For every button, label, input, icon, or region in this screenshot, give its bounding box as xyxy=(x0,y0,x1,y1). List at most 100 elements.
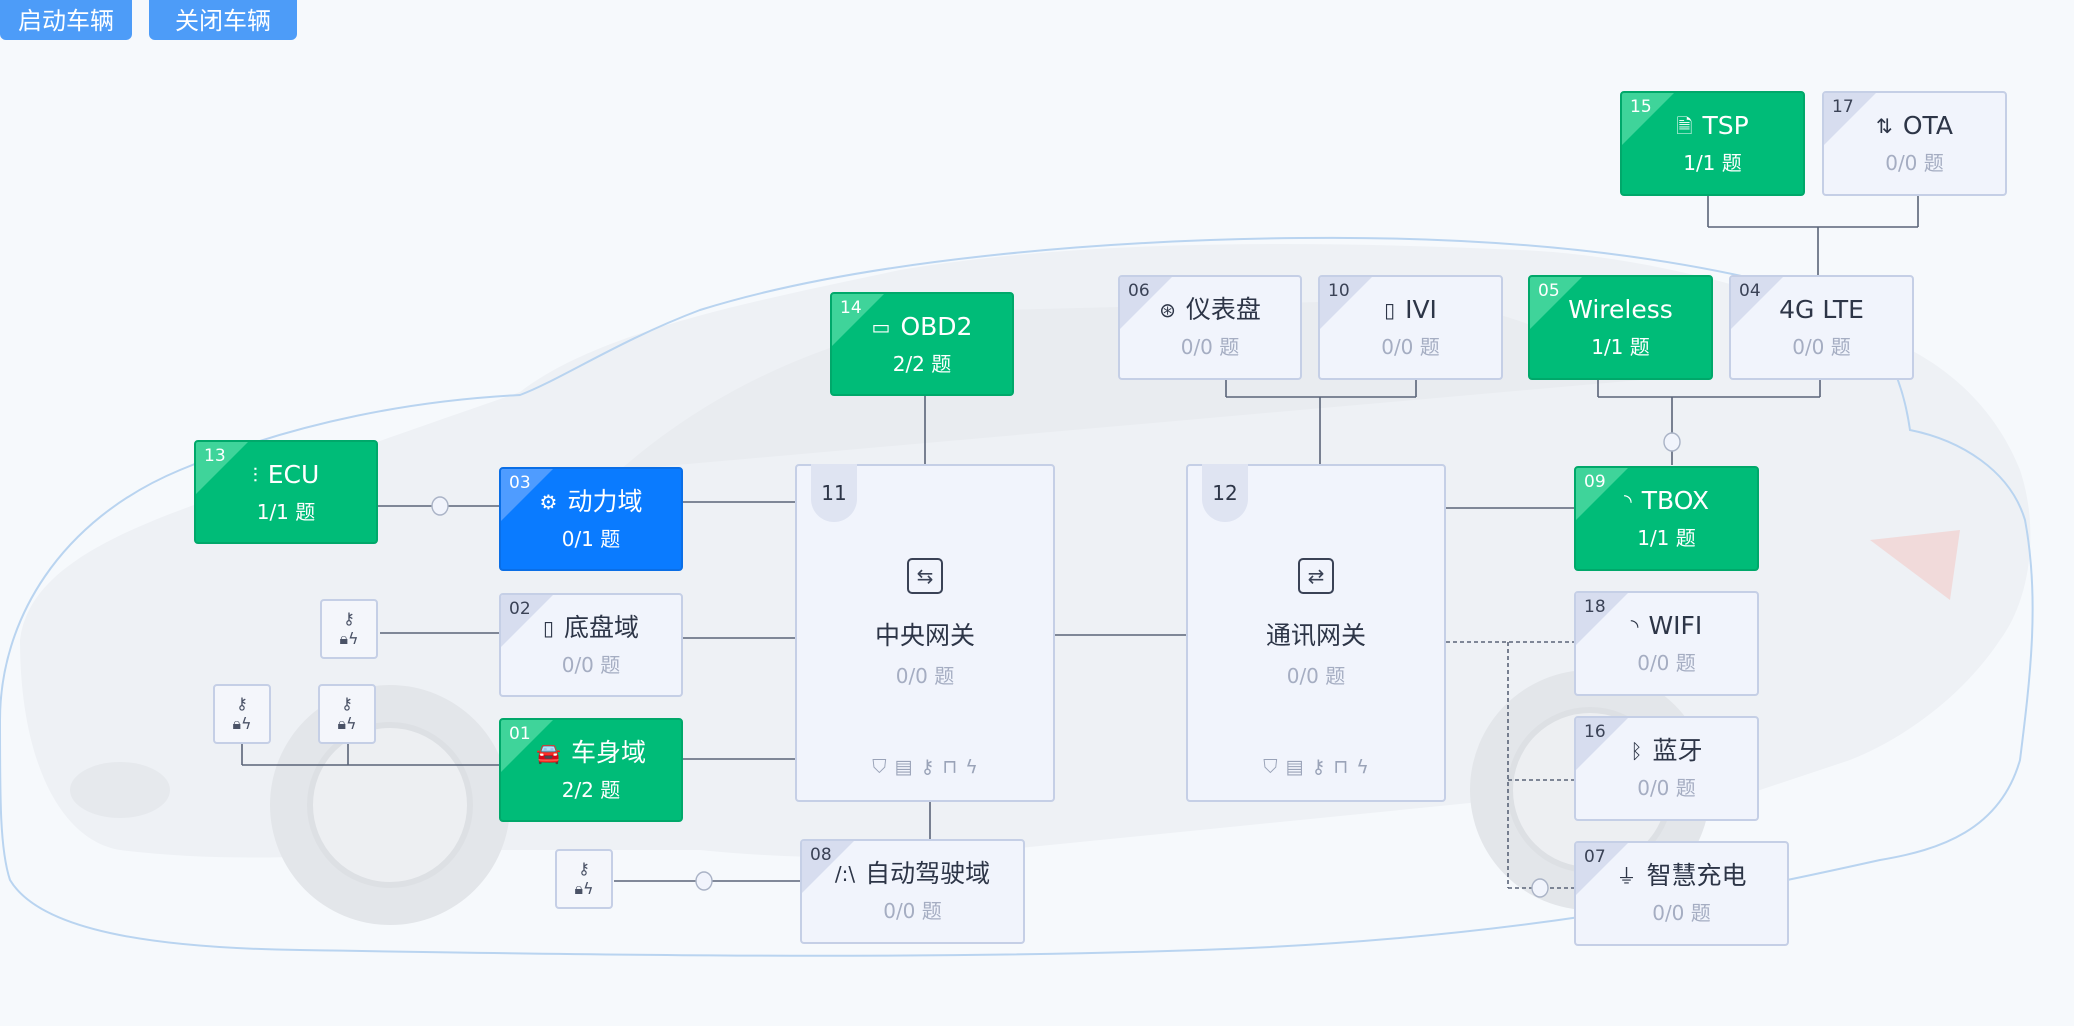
security-icons: ⛉ ▤ ⚷ ⊓ ϟ xyxy=(1188,756,1444,778)
node-power-domain[interactable]: 03 ⚙ 动力域 0/1 题 xyxy=(499,467,683,571)
node-autonomous-driving-domain[interactable]: 08 /:\ 自动驾驶域 0/0 题 xyxy=(800,839,1025,944)
node-number: 03 xyxy=(509,473,531,493)
node-corner xyxy=(1731,277,1783,329)
node-label: 底盘域 xyxy=(564,612,640,642)
node-score: 0/0 题 xyxy=(883,899,942,923)
gateway-score: 0/0 题 xyxy=(895,664,955,688)
node-corner xyxy=(501,720,553,772)
node-corner xyxy=(1622,93,1674,145)
log-icon: ▤ xyxy=(1285,756,1304,778)
node-label: 动力域 xyxy=(567,486,643,516)
node-number: 17 xyxy=(1832,97,1854,117)
node-title: ⇅ OTA xyxy=(1876,111,1953,141)
node-label: 智慧充电 xyxy=(1646,861,1747,890)
node-number: 01 xyxy=(509,724,531,744)
node-bluetooth[interactable]: 16 ᛒ 蓝牙 0/0 题 xyxy=(1574,716,1759,821)
node-ota[interactable]: 17 ⇅ OTA 0/0 题 xyxy=(1822,91,2007,196)
node-instrument-cluster[interactable]: 06 ⊛ 仪表盘 0/0 题 xyxy=(1118,275,1302,380)
node-label: ECU xyxy=(267,459,320,489)
node-label: 车身域 xyxy=(570,737,646,767)
node-number: 18 xyxy=(1584,597,1606,617)
bolt-icon: ϟ xyxy=(965,756,978,778)
node-chassis-domain[interactable]: 02 ▯ 底盘域 0/0 题 xyxy=(499,593,683,697)
node-label: 仪表盘 xyxy=(1185,295,1261,324)
security-lock-box[interactable]: ⚷ 🔒︎ϟ xyxy=(213,684,271,744)
node-corner xyxy=(1824,93,1876,145)
node-title: ▯ 底盘域 xyxy=(543,613,639,643)
node-label: IVI xyxy=(1405,295,1437,324)
node-score: 0/0 题 xyxy=(1885,151,1944,175)
security-lock-box[interactable]: ⚷ 🔒︎ϟ xyxy=(555,849,613,909)
node-score: 0/0 题 xyxy=(561,652,621,677)
swap-arrows-icon: ⇆ xyxy=(907,558,943,594)
node-wifi[interactable]: 18 ◝ WIFI 0/0 题 xyxy=(1574,591,1759,696)
node-number: 15 xyxy=(1630,97,1652,117)
node-title: Wireless xyxy=(1568,295,1673,325)
wifi-icon: ◝ xyxy=(1630,614,1639,638)
gateway-central[interactable]: 11 ⇆ 中央网关 0/0 题 ⛉ ▤ ⚷ ⊓ ϟ xyxy=(795,464,1055,802)
stop-vehicle-button[interactable]: 关闭车辆 xyxy=(149,0,297,40)
node-corner xyxy=(1120,277,1172,329)
node-label: 蓝牙 xyxy=(1652,736,1703,765)
node-title: ᛒ 蓝牙 xyxy=(1630,736,1702,766)
node-4g-lte[interactable]: 04 4G LTE 0/0 题 xyxy=(1729,275,1914,380)
node-body-domain[interactable]: 01 🚘 车身域 2/2 题 xyxy=(499,718,683,822)
security-lock-box[interactable]: ⚷ 🔒︎ϟ xyxy=(318,684,376,744)
gateway-title: 中央网关 xyxy=(874,621,975,650)
node-score: 0/1 题 xyxy=(561,526,621,551)
node-title: ▭ OBD2 xyxy=(872,312,973,342)
lock-icon: ⊓ xyxy=(942,756,958,778)
node-ecu[interactable]: 13 ⫶ ECU 1/1 题 xyxy=(194,440,378,544)
node-number: 08 xyxy=(810,845,832,865)
start-vehicle-button[interactable]: 启动车辆 xyxy=(0,0,132,40)
security-lock-box[interactable]: ⚷ 🔒︎ϟ xyxy=(320,599,378,659)
up-down-arrows-icon: ⇅ xyxy=(1876,114,1893,138)
node-title: 🚘 车身域 xyxy=(536,738,646,768)
node-tsp[interactable]: 15 🗎 TSP 1/1 题 xyxy=(1620,91,1805,196)
shield-icon: ⛉ xyxy=(1263,756,1278,778)
node-number: 16 xyxy=(1584,722,1606,742)
node-score: 1/1 题 xyxy=(1683,151,1742,175)
node-ivi[interactable]: 10 ▯ IVI 0/0 题 xyxy=(1318,275,1503,380)
node-score: 1/1 题 xyxy=(1637,526,1696,550)
node-label: WIFI xyxy=(1648,611,1703,640)
node-label: 4G LTE xyxy=(1779,295,1864,324)
steering-wheel-icon: ⊛ xyxy=(1159,298,1176,322)
gateway-number: 12 xyxy=(1202,464,1248,522)
node-number: 07 xyxy=(1584,847,1606,867)
node-obd2[interactable]: 14 ▭ OBD2 2/2 题 xyxy=(830,292,1014,396)
gateway-number: 11 xyxy=(811,464,857,522)
node-label: Wireless xyxy=(1568,295,1673,324)
key-icon: ⚷ xyxy=(920,756,935,778)
node-smart-charging[interactable]: 07 ⏚ 智慧充电 0/0 题 xyxy=(1574,841,1789,946)
node-label: 自动驾驶域 xyxy=(865,859,991,888)
node-score: 0/0 题 xyxy=(1180,335,1240,359)
node-corner xyxy=(1576,593,1628,645)
node-wireless[interactable]: 05 Wireless 1/1 题 xyxy=(1528,275,1713,380)
node-corner xyxy=(1576,718,1628,770)
security-icons: ⛉ ▤ ⚷ ⊓ ϟ xyxy=(797,756,1053,778)
shield-icon: ⛉ xyxy=(872,756,887,778)
battery-icon: ▯ xyxy=(542,615,554,640)
node-corner xyxy=(1576,843,1628,895)
document-icon: 🗎 xyxy=(1676,114,1693,138)
node-tbox[interactable]: 09 ◝ TBOX 1/1 题 xyxy=(1574,466,1759,571)
dashed-swap-icon: ⇄ xyxy=(1298,558,1334,594)
node-number: 05 xyxy=(1538,281,1560,301)
node-label: TBOX xyxy=(1641,486,1709,515)
node-label: OTA xyxy=(1902,111,1953,140)
port-icon: ▭ xyxy=(871,314,891,339)
bolt-icon: ϟ xyxy=(1356,756,1369,778)
node-number: 10 xyxy=(1328,281,1350,301)
gateway-title: 通讯网关 xyxy=(1265,621,1366,650)
key-icon: ⚷ xyxy=(1311,756,1326,778)
node-corner xyxy=(1320,277,1372,329)
node-corner xyxy=(1530,277,1582,329)
key-icon: ⚷ xyxy=(578,859,590,878)
key-icon: ⚷ xyxy=(236,694,248,713)
node-title: ⏚ 智慧充电 xyxy=(1616,861,1746,891)
charging-plug-icon: ⏚ xyxy=(1616,864,1637,888)
node-number: 09 xyxy=(1584,472,1606,492)
gateway-communication[interactable]: 12 ⇄ 通讯网关 0/0 题 ⛉ ▤ ⚷ ⊓ ϟ xyxy=(1186,464,1446,802)
tablet-icon: ▯ xyxy=(1384,298,1396,322)
